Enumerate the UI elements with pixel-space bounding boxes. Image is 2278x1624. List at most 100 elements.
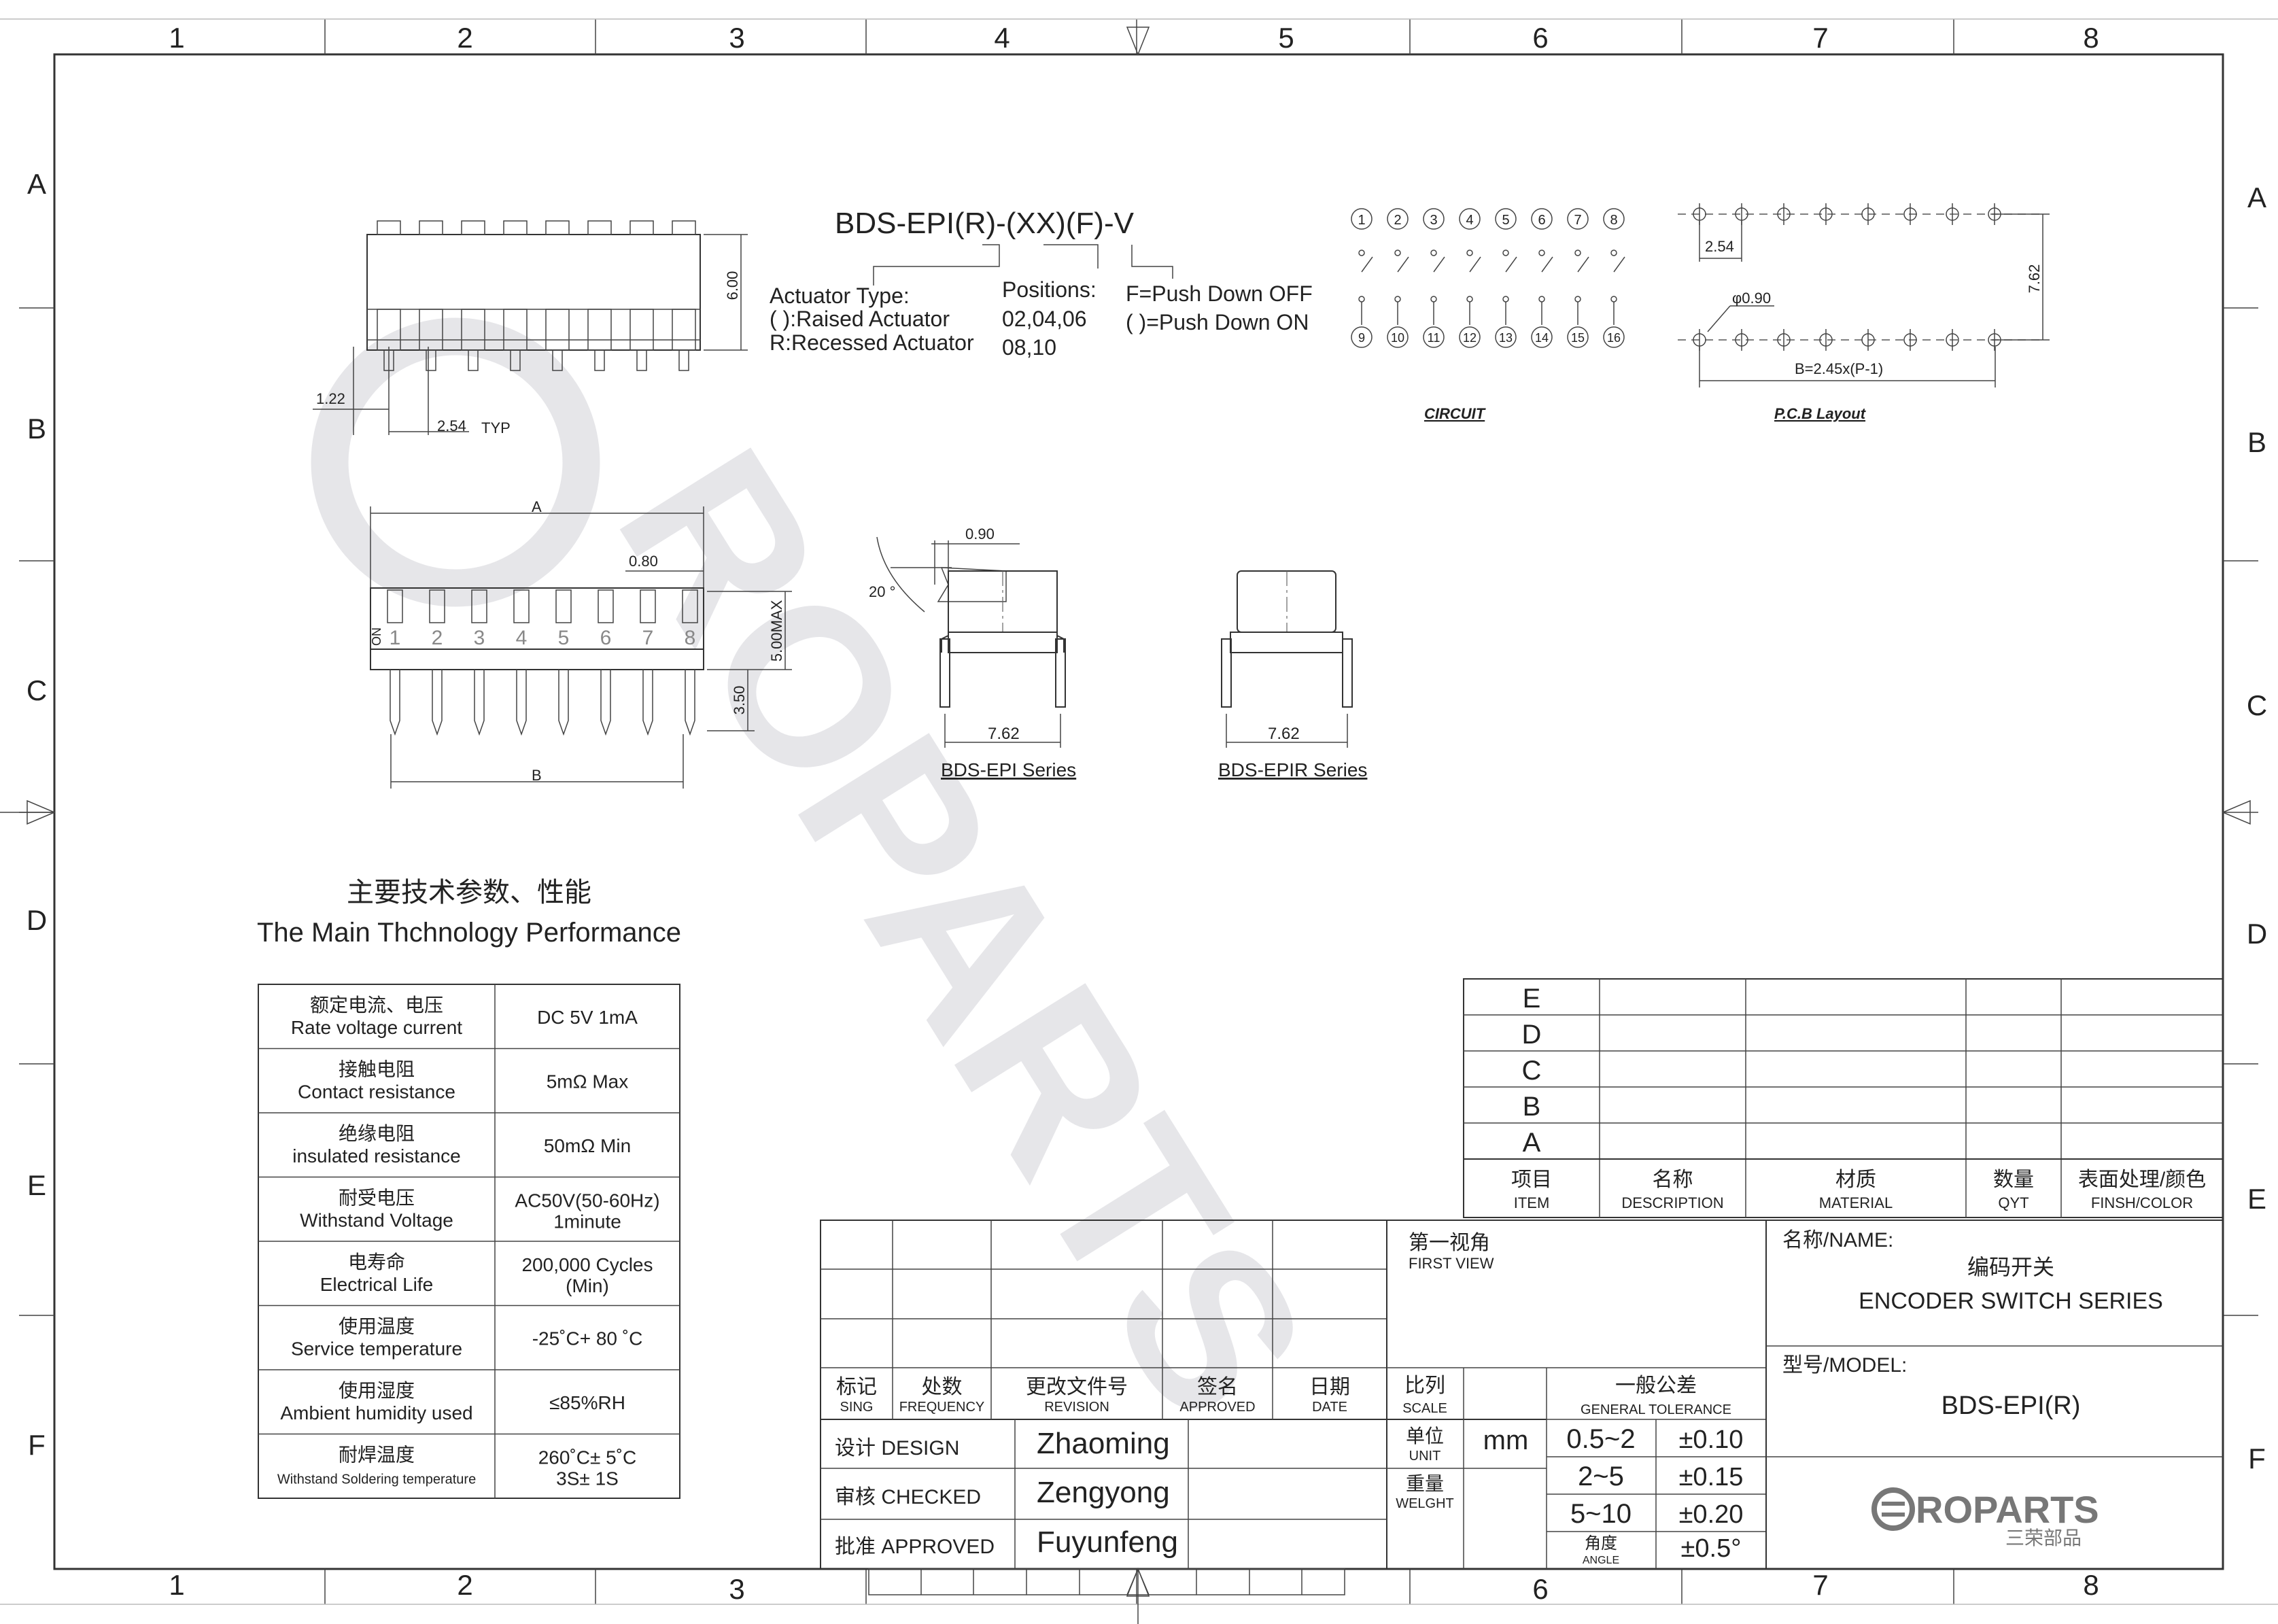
circuit-pin-number: 1 bbox=[1358, 213, 1365, 228]
circuit-switch-blade bbox=[1541, 256, 1553, 273]
circuit-switch-blade bbox=[1577, 256, 1589, 273]
perf-value: AC50V(50-60Hz) bbox=[515, 1190, 659, 1211]
dim-pcb-row: 7.62 bbox=[2026, 264, 2043, 294]
switch-number: 8 bbox=[685, 627, 696, 649]
circuit-node bbox=[1466, 249, 1473, 256]
bom-header-en: FINSH/COLOR bbox=[2091, 1194, 2193, 1211]
switch-actuator bbox=[682, 589, 698, 623]
circuit-switch-blade bbox=[1613, 256, 1625, 273]
circuit-switch-blade bbox=[1361, 256, 1373, 273]
switch-number: 7 bbox=[642, 627, 654, 649]
perf-param-en: insulated resistance bbox=[292, 1145, 460, 1167]
on-mark: ON bbox=[370, 627, 383, 646]
logo-brand: ROPARTS bbox=[1916, 1488, 2099, 1531]
switch-pin bbox=[685, 670, 695, 736]
circuit-pin-number: 14 bbox=[1535, 331, 1549, 345]
performance-title-en: The Main Thchnology Performance bbox=[257, 918, 681, 948]
circuit-node bbox=[1358, 296, 1365, 303]
switch-pin bbox=[474, 670, 485, 736]
weight-cn: 重量 bbox=[1406, 1473, 1444, 1494]
circuit-node bbox=[1610, 249, 1617, 256]
col-label-bottom: 3 bbox=[729, 1573, 744, 1605]
side-actuator bbox=[587, 309, 612, 351]
product-name-en: ENCODER SWITCH SERIES bbox=[1859, 1288, 2163, 1314]
first-view-cn: 第一视角 bbox=[1409, 1232, 1490, 1254]
circuit-node bbox=[1394, 296, 1401, 303]
row-label-left: F bbox=[28, 1429, 46, 1461]
perf-value: 5mΩ Max bbox=[547, 1071, 629, 1092]
row-label-left: C bbox=[27, 674, 47, 706]
bom-row-label: B bbox=[1523, 1092, 1541, 1122]
switch-actuator bbox=[387, 589, 403, 623]
signoff-role: 批准 APPROVED bbox=[835, 1536, 995, 1558]
circuit-node bbox=[1574, 296, 1581, 303]
logo-cn: 三荣部品 bbox=[2005, 1527, 2082, 1549]
col-label-top: 5 bbox=[1278, 22, 1294, 54]
circuit-node bbox=[1538, 249, 1545, 256]
actuator-type-title: Actuator Type: bbox=[770, 283, 910, 308]
circuit-node bbox=[1358, 249, 1365, 256]
dim-epi-top: 0.90 bbox=[965, 525, 995, 542]
perf-value: 50mΩ Min bbox=[544, 1135, 631, 1156]
perf-param-en: Contact resistance bbox=[298, 1082, 455, 1103]
side-actuator-top bbox=[377, 220, 401, 235]
col-label-top: 2 bbox=[457, 22, 472, 54]
circuit-label: CIRCUIT bbox=[1424, 405, 1486, 422]
circuit-pin-number: 15 bbox=[1571, 331, 1585, 345]
circuit-pin-bottom bbox=[1351, 326, 1373, 348]
circuit-pin-number: 12 bbox=[1463, 331, 1477, 345]
perf-param-en: Withstand Soldering temperature bbox=[277, 1472, 476, 1487]
side-actuator-top bbox=[629, 220, 654, 235]
side-actuator-top bbox=[545, 220, 570, 235]
side-pin bbox=[678, 349, 689, 371]
perf-value: 200,000 Cycles bbox=[521, 1254, 653, 1275]
side-actuator-top bbox=[461, 220, 485, 235]
switch-number: 5 bbox=[558, 627, 570, 649]
switch-pin bbox=[558, 670, 569, 736]
push-down-on: ( )=Push Down ON bbox=[1126, 310, 1309, 334]
signoff-name: Zengyong bbox=[1037, 1476, 1170, 1509]
perf-value: 1minute bbox=[553, 1211, 621, 1232]
unit-cn: 单位 bbox=[1406, 1426, 1444, 1447]
dim-a-label: A bbox=[532, 498, 542, 515]
unit-value: mm bbox=[1483, 1426, 1529, 1455]
title-block: 标记SING处数FREQUENCY更改文件号REVISION签名APPROVED… bbox=[820, 1220, 2224, 1595]
perf-param-cn: 电寿命 bbox=[348, 1251, 405, 1273]
side-actuator-top bbox=[419, 220, 443, 235]
perf-param-cn: 耐焊温度 bbox=[339, 1445, 415, 1466]
row-label-right: C bbox=[2247, 689, 2267, 721]
switch-number: 6 bbox=[600, 627, 612, 649]
circuit-switch-blade bbox=[1505, 256, 1517, 273]
dim-side-typ: TYP bbox=[481, 419, 511, 436]
revision-header-cn: 签名 bbox=[1197, 1376, 1238, 1398]
perf-param-cn: 额定电流、电压 bbox=[310, 995, 443, 1016]
circuit-pin-number: 5 bbox=[1502, 213, 1509, 228]
unit-en: UNIT bbox=[1409, 1449, 1441, 1464]
row-label-right: B bbox=[2247, 426, 2266, 458]
circuit-node bbox=[1574, 249, 1581, 256]
col-label-top: 8 bbox=[2083, 22, 2099, 54]
circuit-switch-blade bbox=[1469, 256, 1481, 273]
switch-actuator bbox=[598, 589, 614, 623]
angle-en: ANGLE bbox=[1583, 1555, 1619, 1566]
bom-header-cn: 数量 bbox=[1993, 1169, 2034, 1191]
col-label-bottom: 6 bbox=[1532, 1573, 1548, 1605]
tolerance-en: GENERAL TOLERANCE bbox=[1581, 1402, 1731, 1417]
first-view-en: FIRST VIEW bbox=[1409, 1255, 1494, 1272]
dim-epi-width: 7.62 bbox=[988, 725, 1020, 743]
zone-labels: 1 2 3 4 5 6 7 8 1 2 3 6 7 8 A B C D E F … bbox=[27, 22, 2267, 1605]
tolerance-cn: 一般公差 bbox=[1615, 1375, 1697, 1397]
switch-pin bbox=[432, 670, 443, 736]
circuit-pin-bottom bbox=[1495, 326, 1517, 348]
pcb-layout-drawing: 2.54 φ0.90 7.62 B=2.45x(P-1) P.C.B Layou… bbox=[1678, 203, 2050, 422]
part-code-callout: BDS-EPI(R)-(XX)(F)-V Actuator Type: ( ):… bbox=[770, 207, 1313, 360]
circuit-pin-bottom bbox=[1387, 326, 1409, 348]
col-label-top: 1 bbox=[169, 22, 184, 54]
dim-max: 5.00MAX bbox=[768, 600, 785, 661]
row-label-right: A bbox=[2247, 182, 2266, 213]
watermark-text: ROPARTS bbox=[572, 409, 1357, 1458]
circuit-node bbox=[1430, 296, 1437, 303]
dim-side-left: 1.22 bbox=[316, 390, 345, 407]
signoff-role: 设计 DESIGN bbox=[835, 1437, 959, 1459]
